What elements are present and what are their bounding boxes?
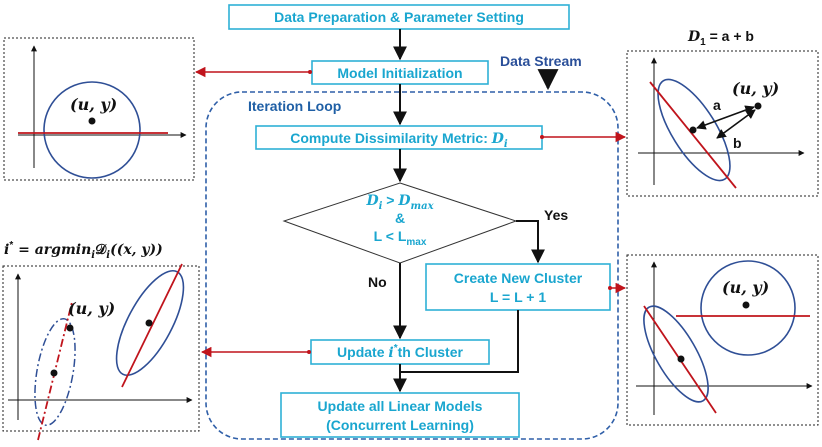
cluster-ellipse — [643, 305, 709, 403]
d1-var: D — [687, 29, 701, 45]
connector-dot — [308, 70, 312, 74]
point-label: (u, y) — [68, 299, 115, 318]
new-cluster-ellipse — [700, 260, 796, 356]
create-cluster-box: Create New Cluster L = L + 1 — [425, 263, 611, 311]
d1-rest: = a + b — [706, 28, 754, 44]
model-init-text: Model Initialization — [337, 65, 462, 81]
svg-text:Update i*th Cluster: Update i*th Cluster — [337, 343, 463, 361]
create-cluster-line2: L = L + 1 — [490, 289, 547, 305]
data-prep-box: Data Preparation & Parameter Setting — [228, 4, 570, 30]
update-sup: * — [394, 343, 398, 354]
arrow-decision-yes — [516, 220, 545, 264]
update-all-line2: (Concurrent Learning) — [326, 417, 474, 433]
istar-sub: i — [91, 250, 95, 261]
arrow-cluster-merge — [400, 310, 519, 373]
no-label: No — [368, 274, 387, 290]
regression-line — [649, 81, 737, 189]
update-all-box: Update all Linear Models (Concurrent Lea… — [280, 392, 520, 438]
yes-label: Yes — [544, 207, 568, 223]
update-prefix: Update — [337, 344, 388, 360]
cond-var: D — [365, 193, 379, 209]
decision-diamond: Di > Dmax & L < Lmax — [282, 182, 518, 264]
iteration-loop-label: Iteration Loop — [248, 98, 341, 114]
update-var: i — [388, 345, 393, 361]
cluster-ellipse — [43, 81, 141, 179]
cluster-center — [689, 126, 697, 134]
istar-rest: = argmin — [13, 242, 91, 258]
connector-dot — [608, 286, 612, 290]
compute-metric-box: Compute Dissimilarity Metric: Di — [255, 125, 543, 150]
istar-arg: ((x, y)) — [110, 242, 163, 258]
d1-sub: 1 — [700, 37, 706, 48]
label-b: b — [733, 135, 742, 151]
cond-l-var: L < L — [374, 228, 407, 244]
svg-text:L < Lmax: L < Lmax — [374, 228, 427, 248]
cond-op: > — [382, 192, 398, 208]
panel-dissimilarity: a b (u, y) — [626, 50, 819, 197]
istar-sup: * — [9, 240, 13, 251]
point-label: (u, y) — [732, 79, 779, 98]
cond-sub: i — [379, 201, 383, 212]
compute-metric-text: Compute Dissimilarity Metric: — [290, 130, 492, 146]
cond-amp: & — [395, 210, 405, 226]
label-a: a — [713, 97, 721, 113]
iteration-loop-region — [205, 91, 619, 440]
regression-line — [121, 263, 183, 388]
svg-text:Di > Dmax: Di > Dmax — [365, 192, 434, 212]
cluster-center — [50, 369, 58, 377]
d1-formula: D1 = a + b — [687, 28, 754, 48]
cond-var2: D — [397, 193, 411, 209]
new-point — [754, 102, 762, 110]
connector-dot — [540, 135, 544, 139]
new-point — [66, 324, 74, 332]
update-all-line1: Update all Linear Models — [318, 398, 483, 414]
cluster-center — [677, 355, 685, 363]
cluster-center — [145, 319, 153, 327]
distance-b-arrow — [716, 109, 756, 139]
data-stream-label: Data Stream — [500, 53, 582, 69]
update-cluster-box: Update i*th Cluster — [310, 339, 490, 365]
istar-sub2: i — [106, 250, 110, 261]
svg-text:Compute Dissimilarity Metric:: Compute Dissimilarity Metric: Di — [290, 130, 508, 150]
cluster-ellipse-dashed — [34, 317, 76, 427]
new-cluster-center — [742, 301, 750, 309]
panel-assignment: (u, y) — [2, 263, 200, 441]
cond-sub2: max — [411, 201, 435, 212]
istar-tail: 𝒟 — [95, 241, 107, 257]
panel-initial-model: (u, y) — [3, 37, 195, 181]
create-cluster-line1: Create New Cluster — [454, 270, 583, 286]
model-init-box: Model Initialization — [311, 60, 489, 85]
compute-metric-sub: i — [504, 139, 508, 150]
panel-new-cluster: (u, y) — [626, 254, 819, 426]
istar-var: i — [4, 242, 9, 258]
data-prep-text: Data Preparation & Parameter Setting — [274, 9, 524, 25]
compute-metric-var: D — [491, 131, 505, 147]
istar-formula: i* = argmini𝒟i((x, y)) — [4, 240, 163, 261]
update-suffix: th Cluster — [398, 344, 464, 360]
point-label: (u, y) — [70, 95, 117, 114]
point-label: (u, y) — [722, 278, 769, 297]
cond-l-sub: max — [406, 237, 426, 248]
center-point — [88, 117, 96, 125]
connector-dot — [307, 350, 311, 354]
